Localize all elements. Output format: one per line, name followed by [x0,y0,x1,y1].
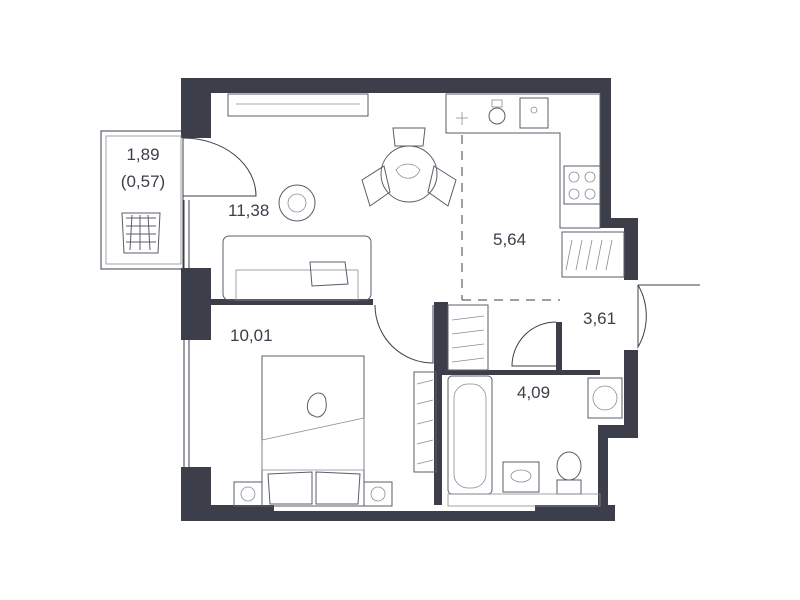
wall-right-bottom [600,425,638,438]
kitchen-counter [445,93,601,229]
bed-blanket [261,417,365,471]
filter-icon [488,107,506,125]
bed [261,355,365,507]
robot-vacuum-icon [278,184,316,222]
cat-icon [306,392,327,418]
wall-right-step [600,218,638,228]
kitchen-furniture [445,93,601,229]
sofa-pillow [309,261,349,287]
hall-wardrobe [561,231,625,278]
wall-bedroom-right [434,302,442,505]
balcony-outline [100,130,184,270]
balcony [100,130,257,270]
windows-left [183,200,190,467]
wall-bottom-right [535,505,615,521]
sofa [222,235,372,301]
hall-wardrobe-2 [447,304,489,371]
tv-stand [227,93,369,117]
balcony-area-label: 1,89 (0,57) [112,146,174,190]
hallway-area-label: 3,61 [583,309,617,328]
living-room-area-label: 11,38 [228,201,270,220]
balcony-area: 1,89 [126,145,160,164]
kitchen-area-label: 5,64 [493,230,527,249]
wall-bottom-left [181,505,274,521]
wall-bath-top [442,370,600,375]
chair-top [392,127,426,147]
wall-right-shaft [624,218,638,280]
washbasin [502,461,540,493]
bed-pillow-left [267,471,313,505]
wall-hall-bath [556,322,562,370]
bathroom-furniture [447,375,623,507]
wall-right-lower [624,350,638,438]
nightstand-right [363,481,393,507]
bedroom-door-swing [374,304,434,364]
laundry-basket-icon [121,212,161,254]
wall-bath-left [442,302,448,370]
chair-right [427,165,457,207]
bedroom-area-label: 10,01 [230,326,273,345]
walls [181,78,638,521]
stove-icon [563,165,601,205]
bathroom-area-label: 4,09 [517,383,551,402]
chair-left [361,165,391,207]
wall-right-bottom2 [598,425,608,521]
living-furniture [222,93,560,301]
toilet-icon [556,451,582,495]
wall-living-bedroom [211,299,373,305]
dining-table [380,145,438,203]
bathroom-door-swing [511,321,557,367]
washing-machine [587,377,623,419]
balcony-area-reduced: (0,57) [120,172,166,191]
wall-left-upper [181,78,211,138]
balcony-door-swing [182,137,257,197]
balcony-inner [105,135,182,265]
sink-icon [519,97,549,129]
wall-top [181,78,611,93]
entrance-door-swing [637,284,647,349]
bedroom-wardrobe [413,371,437,473]
wall-right-top [600,78,611,218]
wall-left-middle [181,268,211,340]
wall-bottom-mid [274,511,535,521]
bed-pillow-right [315,471,361,505]
nightstand-left [233,481,263,507]
bedroom-furniture [233,355,437,507]
